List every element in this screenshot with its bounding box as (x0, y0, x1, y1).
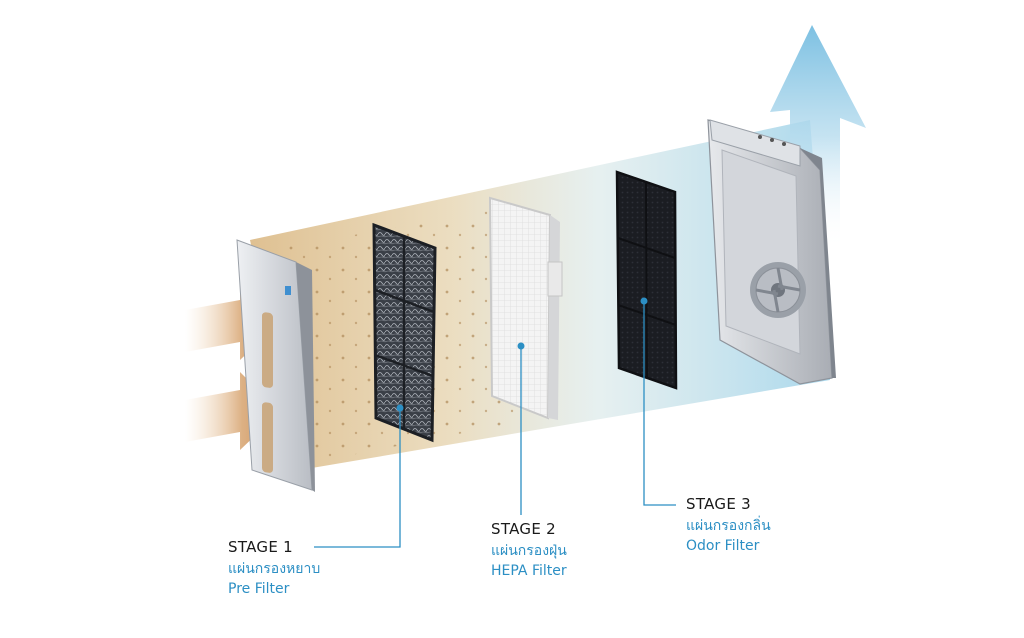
hepa-filter (488, 196, 563, 420)
stage-1-label: STAGE 1 แผ่นกรองหยาบ Pre Filter (228, 538, 321, 597)
stage-1-english: Pre Filter (228, 581, 290, 597)
stage-3-label: STAGE 3 แผ่นกรองกลิ่น Odor Filter (686, 495, 771, 554)
fan-icon (750, 262, 806, 318)
stage-2-label: STAGE 2 แผ่นกรองฝุ่น HEPA Filter (491, 520, 567, 579)
stage-2-english: HEPA Filter (491, 563, 567, 579)
front-panel (236, 239, 315, 492)
stage-2-title: STAGE 2 (491, 520, 557, 538)
stage-2-thai: แผ่นกรองฝุ่น (491, 543, 567, 559)
stage-1-thai: แผ่นกรองหยาบ (228, 561, 321, 577)
pre-filter (372, 222, 437, 443)
stage-3-english: Odor Filter (686, 538, 760, 554)
odor-filter (615, 170, 678, 390)
leader-lines (314, 297, 676, 548)
stage-1-title: STAGE 1 (228, 538, 294, 556)
stage-3-thai: แผ่นกรองกลิ่น (686, 518, 771, 534)
stage-3-title: STAGE 3 (686, 495, 752, 513)
air-purifier-unit (707, 119, 836, 385)
